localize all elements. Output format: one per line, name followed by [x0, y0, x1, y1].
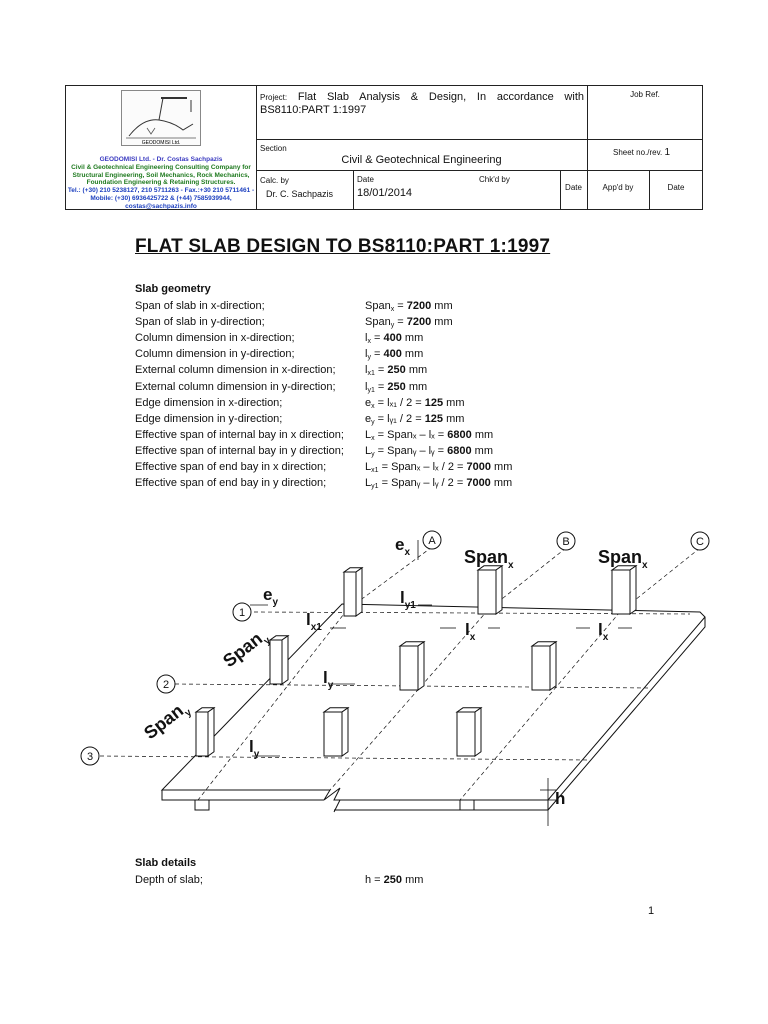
- grid-bubble-b: B: [556, 531, 576, 551]
- appd-by-label: App'd by: [602, 183, 634, 192]
- job-ref-label: Job Ref.: [630, 90, 660, 99]
- label-ey: ey: [263, 585, 278, 608]
- geometry-value: ex = lₓ₁ / 2 = 125 mm: [365, 396, 465, 410]
- geometry-value: Lx1 = Spanₓ – lₓ / 2 = 7000 mm: [365, 461, 513, 474]
- geometry-value: lx = 400 mm: [365, 332, 424, 346]
- grid-bubble-c: C: [690, 531, 710, 551]
- geometry-label: Effective span of internal bay in x dire…: [135, 428, 344, 441]
- grid-bubble-3: 3: [80, 746, 100, 766]
- geometry-value: ly1 = 250 mm: [365, 380, 428, 394]
- geometry-label: Effective span of internal bay in y dire…: [135, 444, 344, 457]
- svg-text:C: C: [696, 536, 704, 548]
- geometry-label: External column dimension in y-direction…: [135, 380, 336, 393]
- date-label: Date: [357, 175, 374, 184]
- label-ly1: ly1: [400, 588, 416, 611]
- label-ly-2: ly: [249, 737, 260, 760]
- page-title: FLAT SLAB DESIGN TO BS8110:PART 1:1997: [135, 236, 551, 257]
- geometry-label: Column dimension in y-direction;: [135, 348, 295, 361]
- geometry-value: Ly = Spanᵧ – lᵧ = 6800 mm: [365, 444, 494, 458]
- geometry-value: ly = 400 mm: [365, 348, 424, 362]
- geometry-label: Span of slab in x-direction;: [135, 300, 265, 312]
- svg-text:B: B: [562, 536, 569, 548]
- project-text: Flat Slab Analysis & Design, In accordan…: [260, 91, 584, 116]
- label-lx-1: lx: [465, 620, 476, 643]
- svg-text:2: 2: [163, 679, 169, 691]
- label-lx1: lx1: [306, 610, 322, 633]
- slab-geometry-heading: Slab geometry: [135, 283, 211, 295]
- geometry-label: Effective span of end bay in y direction…: [135, 477, 327, 490]
- label-h: h: [555, 789, 565, 808]
- svg-text:3: 3: [87, 751, 93, 763]
- page-number: 1: [648, 905, 655, 917]
- geometry-value: Spany = 7200 mm: [365, 316, 453, 330]
- details-value: h = 250 mm: [365, 874, 424, 886]
- geometry-label: Edge dimension in y-direction;: [135, 412, 283, 425]
- svg-text:GEODOMISI Ltd.: GEODOMISI Ltd.: [142, 140, 181, 146]
- chkd-by-label: Chk'd by: [479, 175, 510, 184]
- label-spany-2: Spany: [140, 697, 194, 747]
- geometry-value: Lx = Spanₓ – lₓ = 6800 mm: [365, 428, 494, 442]
- project-field: Project: Flat Slab Analysis & Design, In…: [260, 91, 584, 116]
- label-spany-1: Spany: [219, 625, 273, 675]
- svg-text:1: 1: [239, 607, 245, 619]
- label-ex: ex: [395, 535, 410, 558]
- calc-by-value: Dr. C. Sachpazis: [266, 189, 334, 199]
- section-text: Civil & Geotechnical Engineering: [341, 154, 502, 166]
- label-spanx-2: Spanx: [598, 547, 648, 571]
- geometry-label: Edge dimension in x-direction;: [135, 396, 283, 409]
- grid-bubble-a: A: [422, 530, 442, 550]
- geometry-label: Effective span of end bay in x direction…: [135, 461, 327, 473]
- geometry-value: Spanx = 7200 mm: [365, 300, 453, 313]
- label-spanx-1: Spanx: [464, 547, 514, 571]
- label-ly-1: ly: [323, 668, 334, 691]
- date-value: 18/01/2014: [357, 187, 413, 199]
- slab-details-heading: Slab details: [135, 857, 197, 869]
- company-info: GEODOMISI Ltd. - Dr. Costas Sachpazis Ci…: [67, 156, 255, 210]
- geometry-value: lx1 = 250 mm: [365, 364, 428, 378]
- geometry-value: ey = lᵧ₁ / 2 = 125 mm: [365, 412, 465, 426]
- date3-label: Date: [667, 183, 685, 192]
- geometry-label: Span of slab in y-direction;: [135, 316, 265, 329]
- geometry-label: External column dimension in x-direction…: [135, 364, 336, 377]
- date2-label: Date: [565, 183, 582, 192]
- section-label: Section: [260, 144, 287, 153]
- geometry-value: Ly1 = Spanᵧ – lᵧ / 2 = 7000 mm: [365, 477, 513, 491]
- project-label: Project:: [260, 93, 288, 102]
- sheet-no: Sheet no./rev. 1: [613, 147, 671, 158]
- company-logo: GEODOMISI Ltd.: [121, 90, 201, 146]
- title-block: GEODOMISI Ltd. GEODOMISI Ltd. - Dr. Cost…: [65, 85, 703, 210]
- geometry-label: Column dimension in x-direction;: [135, 332, 295, 345]
- grid-bubble-2: 2: [156, 674, 176, 694]
- slab-plan-diagram: A B C 1 2 3 ex Spanx Spanx ey lx1 ly1 lx…: [80, 530, 710, 826]
- calc-by-label: Calc. by: [260, 176, 289, 185]
- grid-bubble-1: 1: [232, 602, 252, 622]
- label-lx-2: lx: [598, 620, 609, 643]
- details-label: Depth of slab;: [135, 874, 203, 886]
- svg-text:A: A: [428, 535, 436, 547]
